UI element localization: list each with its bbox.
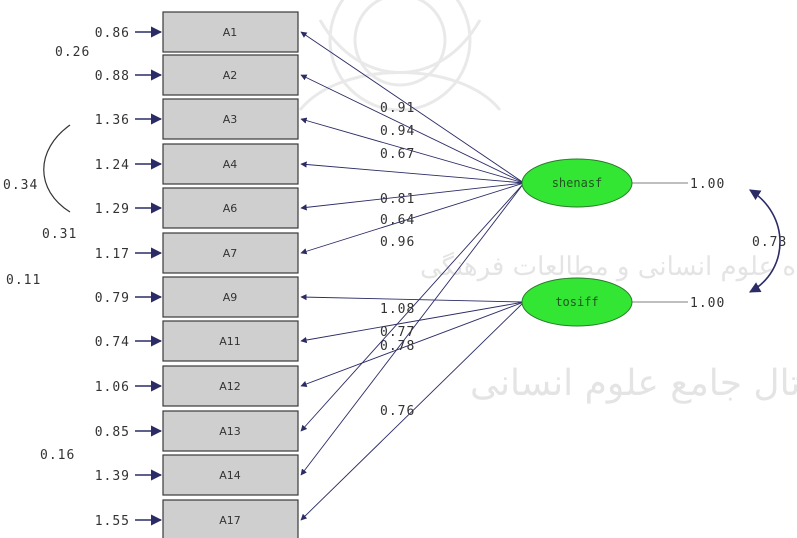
observed-box	[162, 410, 299, 452]
observed-A17: A17	[162, 499, 299, 538]
observed-label: A11	[219, 335, 241, 348]
loading-arrow-shenasf-A14	[300, 182, 525, 476]
observed-A4: A4	[162, 143, 299, 185]
loading-value-shenasf-A14: 0.77	[380, 325, 415, 340]
observed-A1: A1	[162, 11, 299, 53]
observed-box	[162, 232, 299, 274]
loading-arrow-tosiff-A17	[300, 301, 525, 521]
error-covariance-A6-A7: 0.31	[42, 227, 77, 242]
coefficient-labels: 0.91 0.94 0.67 0.81 0.64 0.96 1.08 0.770.78 0.76	[380, 101, 415, 419]
latent-covariance-value: 0.73	[752, 235, 787, 250]
error-value-A1: 0.86	[95, 26, 130, 41]
edges	[300, 31, 525, 521]
error-value-A7: 1.17	[95, 247, 130, 262]
loading-value-tosiff-A11: 0.78	[380, 339, 415, 354]
error-value-A4: 1.24	[95, 158, 130, 173]
error-variances: 0.86 0.88 1.36 1.24 1.29 1.17 0.79 0.74 1.06 0.85…	[3, 26, 163, 529]
latent-label: tosiff	[555, 295, 598, 309]
loading-arrow-tosiff-A9	[300, 293, 525, 303]
svg-text:ژوهشگاه علوم انسانی و مطالعات: ژوهشگاه علوم انسانی و مطالعات فرهنگی	[420, 251, 797, 282]
loading-value-shenasf-A6: 0.64	[380, 213, 415, 228]
error-value-A6: 1.29	[95, 202, 130, 217]
observed-label: A6	[223, 202, 238, 215]
observed-label: A17	[219, 514, 241, 527]
observed-box	[162, 276, 299, 318]
observed-box	[162, 98, 299, 140]
observed-box	[162, 143, 299, 185]
loading-arrow-shenasf-A2	[300, 74, 525, 184]
observed-label: A3	[223, 113, 238, 126]
observed-label: A14	[219, 469, 241, 482]
loading-arrow-shenasf-A4	[300, 161, 525, 184]
loading-arrow-shenasf-A7	[300, 182, 525, 255]
error-value-A9: 0.79	[95, 291, 130, 306]
observed-box	[162, 187, 299, 229]
loading-arrow-tosiff-A12	[300, 301, 525, 387]
observed-label: A7	[223, 247, 238, 260]
observed-A3: A3	[162, 98, 299, 140]
observed-A14: A14	[162, 454, 299, 496]
observed-A12: A12	[162, 365, 299, 407]
latent-shenasf: shenasf	[521, 158, 633, 208]
latent-tosiff: tosiff	[521, 277, 633, 327]
observed-box	[162, 454, 299, 496]
loading-value-tosiff-A17: 0.76	[380, 404, 415, 419]
loading-arrow-shenasf-A6	[300, 182, 525, 211]
observed-box	[162, 320, 299, 362]
variance-value-tosiff: 1.00	[690, 296, 725, 311]
error-value-A14: 1.39	[95, 469, 130, 484]
observed-label: A1	[223, 26, 238, 39]
observed-A6: A6	[162, 187, 299, 229]
observed-box	[162, 365, 299, 407]
observed-label: A13	[219, 425, 241, 438]
observed-box	[162, 54, 299, 96]
observed-A2: A2	[162, 54, 299, 96]
error-value-A13: 0.85	[95, 425, 130, 440]
watermark: ژوهشگاه علوم انسانی و مطالعات فرهنگی پرت…	[298, 0, 797, 404]
latent-covariance-arrow	[749, 189, 781, 293]
observed-A7: A7	[162, 232, 299, 274]
observed-label: A2	[223, 69, 238, 82]
loading-value-shenasf-A13: 1.08	[380, 302, 415, 317]
loading-arrow-tosiff-A11	[300, 301, 525, 344]
latent-variables: shenasf 1.00 tosiff 1.00 0.73	[521, 158, 787, 327]
observed-A13: A13	[162, 410, 299, 452]
error-value-A2: 0.88	[95, 69, 130, 84]
error-covariance-A1-A2: 0.26	[55, 45, 90, 60]
loading-arrow-shenasf-A1	[300, 31, 525, 184]
observed-box	[162, 499, 299, 538]
loading-value-shenasf-A4: 0.81	[380, 192, 415, 207]
loading-value-shenasf-A1: 0.91	[380, 101, 415, 116]
loading-arrow-shenasf-A13	[300, 182, 525, 432]
observed-label: A9	[223, 291, 238, 304]
observed-label: A12	[219, 380, 241, 393]
covariance-arc-A3-A6	[43, 124, 71, 213]
error-covariance-A13-A14: 0.16	[40, 448, 75, 463]
observed-A11: A11	[162, 320, 299, 362]
loading-value-shenasf-A3: 0.67	[380, 147, 415, 162]
error-covariance-A7-A9: 0.11	[6, 273, 41, 288]
observed-box	[162, 11, 299, 53]
loading-value-shenasf-A2: 0.94	[380, 124, 415, 139]
variance-value-shenasf: 1.00	[690, 177, 725, 192]
error-value-A3: 1.36	[95, 113, 130, 128]
latent-label: shenasf	[552, 176, 603, 190]
error-value-A17: 1.55	[95, 514, 130, 529]
svg-text:پرتال جامع علوم انسانی: پرتال جامع علوم انسانی	[470, 363, 797, 404]
error-value-A12: 1.06	[95, 380, 130, 395]
observed-label: A4	[223, 158, 238, 171]
error-value-A11: 0.74	[95, 335, 130, 350]
loading-arrow-shenasf-A3	[300, 117, 525, 184]
observed-A9: A9	[162, 276, 299, 318]
loading-value-shenasf-A7: 0.96	[380, 235, 415, 250]
error-covariance-A3-A6: 0.34	[3, 178, 38, 193]
